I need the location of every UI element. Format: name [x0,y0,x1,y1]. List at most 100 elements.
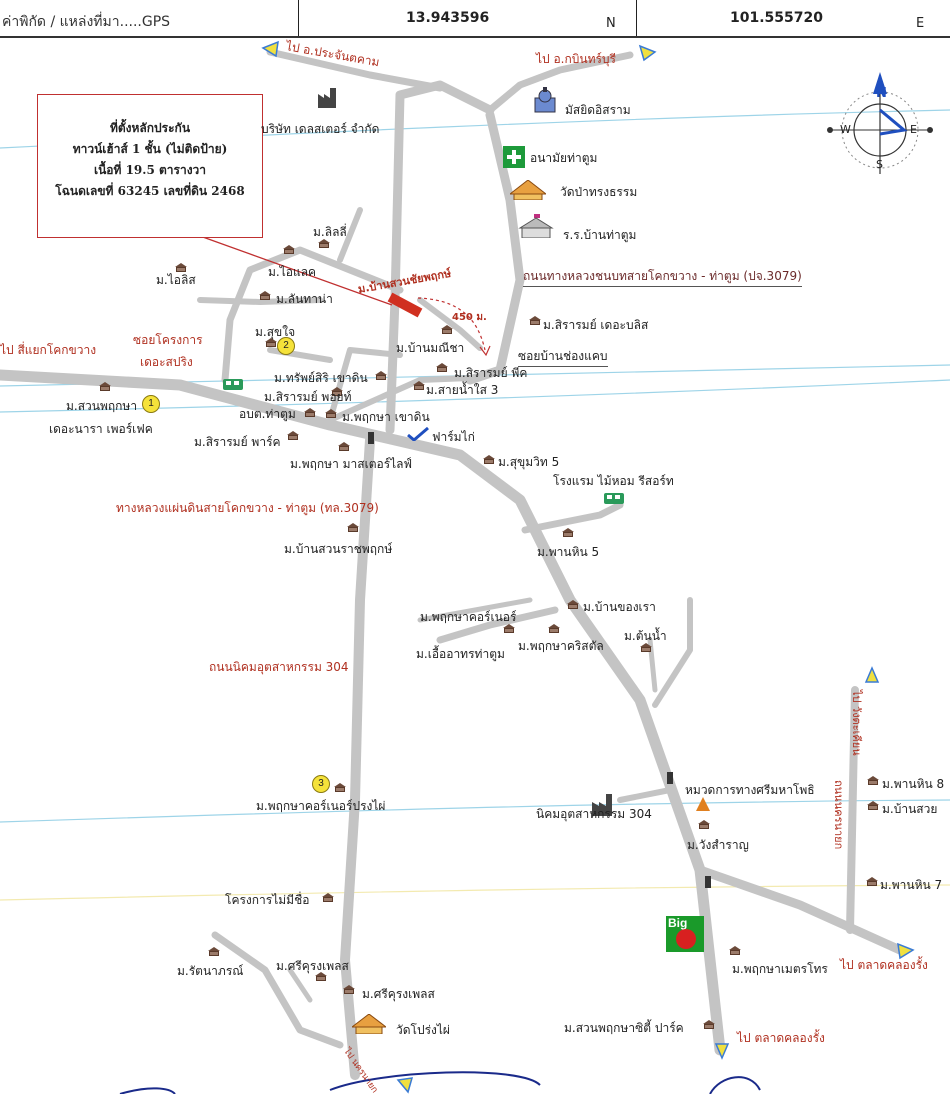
label-the-nara: เดอะนารา เพอร์เฟค [49,422,153,436]
label-lanthana: ม.ลันทาน่า [276,292,333,306]
label-health: อนามัยท่าตูม [530,151,598,165]
label-ailis: ม.ไอลิส [156,273,196,287]
label-phruksa-corner-prong: ม.พฤกษาคอร์เนอร์ปรงไผ่ [256,799,386,813]
longitude-dir: E [916,16,925,31]
label-company: บริษัท เดลสเตอร์ จำกัด [261,122,380,136]
label-sukjai: ม.สุขใจ [255,325,296,339]
label-suanphruksa: ม.สวนพฤกษา [66,399,138,413]
house-icon [441,325,453,334]
signature-marks [119,1071,761,1094]
hotel-icon [603,490,625,504]
label-the-spring: เดอะสปริง [140,355,193,369]
compass-n: N [876,86,887,101]
temple-prong-icon [350,1013,388,1035]
info-type: ทาวน์เฮ้าส์ 1 ชั้น (ไม่ติดป้าย) [72,142,228,156]
label-sapsiri: ม.ทรัพย์สิริ เขาดิน [274,371,368,385]
factory-icon [316,86,338,108]
house-icon [287,431,299,440]
house-icon [436,363,448,372]
roads [0,48,905,1080]
spring-project-icon [222,376,244,390]
label-sirarom-peak: ม.สิรารมย์ พีค [454,366,528,380]
house-icon [375,371,387,380]
house-icon [175,263,187,272]
house-icon [867,801,879,810]
house-icon [315,972,327,981]
house-icon [338,442,350,451]
house-icon [567,600,579,609]
latitude-dir: N [606,16,616,31]
house-icon [334,783,346,792]
label-sirung-2: ม.ศรีคุรงเพลส [362,987,435,1001]
direction-arrows [261,40,915,1094]
industrial-estate-icon [590,792,616,816]
house-icon [866,877,878,886]
house-icon [325,409,337,418]
info-title: ที่ตั้งหลักประกัน [109,121,191,135]
house-icon [503,624,515,633]
label-phruksa-master: ม.พฤกษา มาสเตอร์ไลฟ์ [290,457,413,471]
label-tonnam: ม.ต้นน้ำ [624,629,667,643]
house-icon [729,946,741,955]
house-icon [343,985,355,994]
house-icon [562,528,574,537]
house-icon [322,893,334,902]
label-highway-main: ทางหลวงแผ่นดินสายโคกขวาง - ท่าตูม (ทล.30… [116,501,379,515]
label-lili: ม.ลิลลี่ [313,225,347,239]
house-icon [331,387,343,396]
house-icon [413,381,425,390]
label-banmanee: ม.บ้านมณีชา [396,341,465,355]
label-phruksa-khaodin: ม.พฤกษา เขาดิน [342,410,430,424]
house-icon [698,820,710,829]
traffic-light-icon [705,876,711,888]
house-icon [640,643,652,652]
label-phruksa-corner: ม.พฤกษาคอร์เนอร์ [420,610,517,624]
traffic-light-icon [368,432,374,444]
label-soi-project: ซอยโครงการ [133,333,203,347]
coordinate-header: ค่าพิกัด / แหล่งที่มา.....GPS 13.943596 … [0,0,950,38]
label-unnamed-project: โครงการไม่มีชื่อ [225,893,310,907]
farm-icon [406,426,430,442]
coord-source-label: ค่าพิกัด / แหล่งที่มา.....GPS [2,14,171,30]
temple-icon [508,179,548,201]
label-to-talat-2: ไป ตลาดคลองรั้ง [737,1031,825,1045]
traffic-light-icon [667,772,673,784]
house-icon [99,382,111,391]
label-phruksa-crystal: ม.พฤกษาคริสตัล [518,639,604,653]
mosque-icon [532,86,558,114]
info-deed: โฉนดเลขที่ 63245 เลขที่ดิน 2468 [55,184,245,198]
house-icon [548,624,560,633]
label-phanhin5: ม.พานหิน 5 [537,545,600,559]
label-ua-athorn: ม.เอื้ออาทรท่าตูม [416,647,505,661]
label-distance: 450 ม. [452,312,487,323]
label-wang-saran: ม.วังสำราญ [687,838,749,852]
target-marker [199,235,491,357]
label-banrao: ม.บ้านของเรา [583,600,656,614]
house-icon [259,291,271,300]
label-bansuay: ม.บ้านสวย [882,802,938,816]
label-sirarom-park: ม.สิรารมย์ พาร์ค [194,435,281,449]
label-road-304: ถนนนิคมอุตสาหกรรม 304 [209,660,349,674]
label-highway-3079: ถนนทางหลวงชนบทสายโคกขวาง - ท่าตูม (ปจ.30… [523,267,802,287]
house-icon [703,1020,715,1029]
label-sirarom-delight: ม.สิรารมย์ เดอะบลิส [543,318,649,332]
label-ilaek: ม.ไอแลค [268,265,317,279]
highway-dept-icon [696,796,710,811]
house-icon [867,776,879,785]
house-icon [529,316,541,325]
label-estate-304: นิคมอุตสาหกรรม 304 [536,807,652,821]
label-to-wangtakhian: ไป วังตะเคียน [850,690,863,756]
label-obt: อบต.ท่าตูม [239,407,296,421]
label-temple-prong: วัดโปร่งไผ่ [396,1023,450,1037]
label-to-khokkhwang: ไป สี่แยกโคกขวาง [0,343,97,357]
label-farm: ฟาร์มไก่ [432,430,475,444]
marker-2: 2 [277,337,295,355]
label-sainamsai: ม.สายน้ำใส 3 [426,383,499,397]
label-sirarom-point: ม.สิรารมย์ พอยท์ [264,390,352,404]
longitude-value: 101.555720 [730,10,823,26]
label-ratchaphruksa: ม.บ้านสวนราชพฤกษ์ [284,542,393,556]
marker-3: 3 [312,775,330,793]
house-icon [318,239,330,248]
health-center-icon [503,146,525,168]
